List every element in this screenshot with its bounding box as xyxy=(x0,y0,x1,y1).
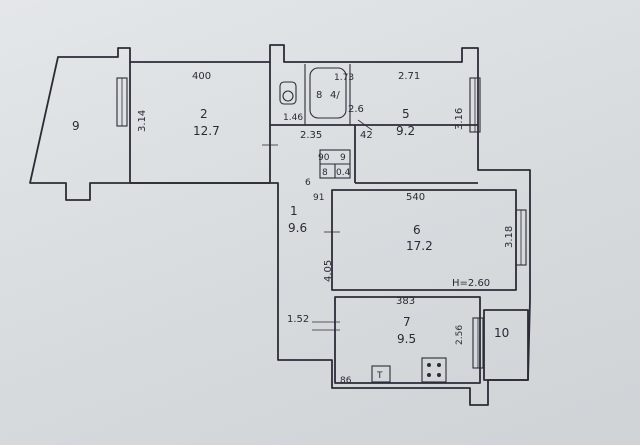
toilet-icon xyxy=(279,81,297,105)
room-10-walls xyxy=(483,309,529,381)
misc-a: 90 xyxy=(318,153,330,163)
misc-c: 0.4 xyxy=(336,168,351,178)
room-2-number: 2 xyxy=(200,107,208,121)
room-5-area: 9.2 xyxy=(396,124,415,138)
room-6-area: 17.2 xyxy=(406,239,433,253)
room-8-number: 8 xyxy=(316,90,322,101)
room-7-number: 7 xyxy=(403,315,411,329)
room-5-width: 2.71 xyxy=(398,71,420,82)
misc-e: 1.52 xyxy=(287,314,309,325)
room-1-area: 9.6 xyxy=(288,221,307,235)
room-2-width: 400 xyxy=(192,71,211,82)
misc-h: 6 xyxy=(305,178,311,188)
wc-width: 1.46 xyxy=(283,113,303,123)
room-5-number: 5 xyxy=(402,107,410,121)
misc-f: 91 xyxy=(313,193,324,203)
corridor-width: 2.35 xyxy=(300,130,322,141)
misc-j: T xyxy=(376,371,383,381)
misc-d: 9 xyxy=(340,153,346,163)
room-1-number: 1 xyxy=(290,204,298,218)
room-6-side: 3.18 xyxy=(504,226,515,248)
room-5-height: 3.16 xyxy=(454,108,465,130)
room-9-number: 9 xyxy=(72,119,80,133)
room-7-width: 383 xyxy=(396,296,415,307)
bathtub xyxy=(309,67,347,119)
stove-icon xyxy=(421,357,447,383)
room-7-height: 2.56 xyxy=(455,325,465,345)
room-2-area: 12.7 xyxy=(193,124,220,138)
room-7-walls xyxy=(334,296,481,384)
room-8-area: 2.6 xyxy=(348,104,364,115)
ceiling-height: H=2.60 xyxy=(452,278,490,289)
room-2-height: 3.14 xyxy=(137,110,148,132)
corridor-depth: 42 xyxy=(360,130,373,141)
room-7-area: 9.5 xyxy=(397,332,416,346)
room-6-width: 540 xyxy=(406,192,425,203)
door-marks xyxy=(262,119,373,331)
room-8-tag: 1.73 xyxy=(334,73,354,83)
window-6 xyxy=(515,209,527,266)
window-7 xyxy=(472,317,484,369)
room-10-number: 10 xyxy=(494,326,509,340)
room-8-extra: 4/ xyxy=(330,90,340,101)
window-2 xyxy=(116,77,128,127)
room-6-side-left: 4.05 xyxy=(323,260,334,282)
misc-b: 8 xyxy=(322,168,328,178)
balcony-9-outline xyxy=(29,56,59,184)
room-6-number: 6 xyxy=(413,223,421,237)
misc-i: 86 xyxy=(340,376,352,386)
sink xyxy=(371,365,391,383)
window-5 xyxy=(469,77,481,133)
